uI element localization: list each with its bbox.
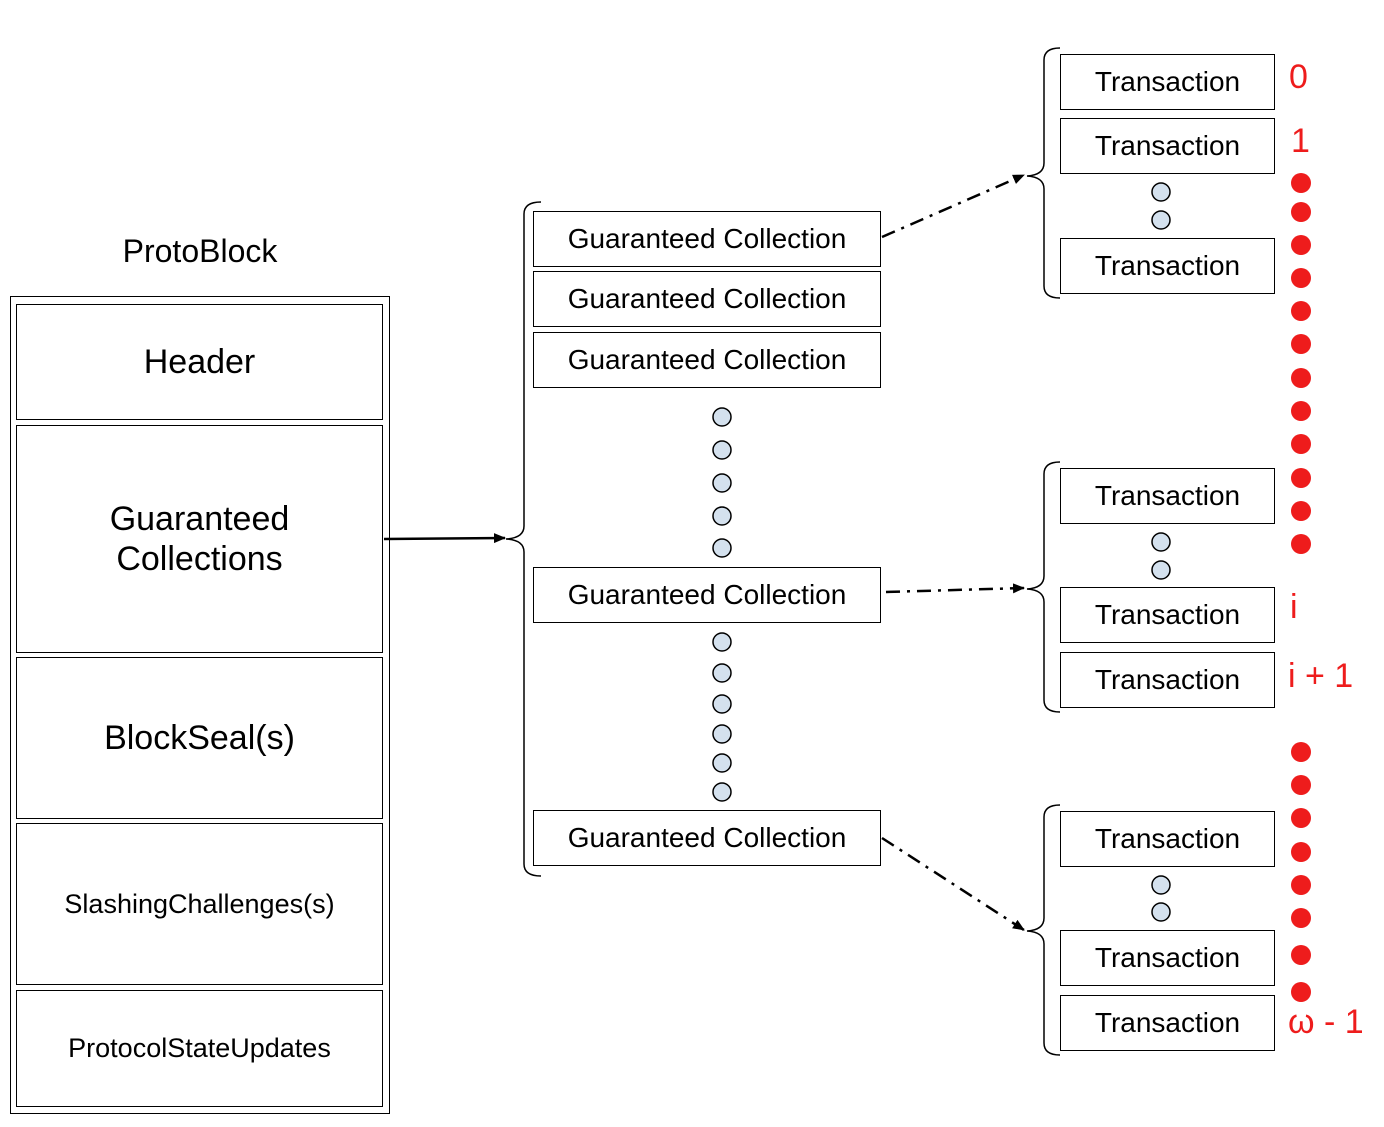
index-label-i: i [1290,588,1298,626]
index-label-i-plus-1: i + 1 [1288,657,1354,695]
transactions-brace-1 [1026,47,1061,299]
protocol-state-updates-section: ProtocolStateUpdates [16,990,383,1107]
header-section: Header [16,304,383,420]
transaction-box: Transaction [1060,652,1275,708]
dashdot-arrow-3 [881,836,1025,932]
slashing-challenges-label: SlashingChallenges(s) [64,888,335,919]
index-ellipsis-red-upper [1291,173,1311,554]
dashdot-arrow-1 [881,173,1025,239]
guaranteed-collections-section: Guaranteed Collections [16,425,383,653]
guaranteed-collection-box: Guaranteed Collection [533,211,881,267]
dashdot-arrow-2 [885,583,1025,594]
slashing-challenges-section: SlashingChallenges(s) [16,823,383,985]
collections-brace [505,201,542,877]
index-ellipsis-red-lower [1291,742,1311,1002]
index-label-last: ω - 1 [1288,1003,1364,1041]
transaction-box: Transaction [1060,587,1275,643]
transaction-box: Transaction [1060,118,1275,174]
index-label-second: 1 [1291,122,1310,160]
collections-ellipsis-lower [712,632,732,802]
guaranteed-collection-box: Guaranteed Collection [533,332,881,388]
index-label-first: 0 [1289,58,1308,96]
transaction-box: Transaction [1060,995,1275,1051]
protoblock-title: ProtoBlock [122,232,278,269]
header-label: Header [143,343,256,381]
guaranteed-collection-box: Guaranteed Collection [533,810,881,866]
block-seals-label: BlockSeal(s) [104,719,295,757]
guaranteed-collections-label: Guaranteed Collections [109,500,290,578]
transaction-box: Transaction [1060,468,1275,524]
transaction-box: Transaction [1060,930,1275,986]
block-seals-section: BlockSeal(s) [16,657,383,819]
transactions-ellipsis [1151,182,1171,922]
transaction-box: Transaction [1060,811,1275,867]
protocol-state-updates-label: ProtocolStateUpdates [68,1033,331,1063]
collections-ellipsis-upper [712,407,732,558]
transaction-box: Transaction [1060,54,1275,110]
guaranteed-collection-box: Guaranteed Collection [533,271,881,327]
guaranteed-collection-box: Guaranteed Collection [533,567,881,623]
transactions-brace-3 [1026,804,1061,1056]
transaction-box: Transaction [1060,238,1275,294]
solid-arrow [383,533,506,544]
protoblock-container [10,296,390,1114]
transactions-brace-2 [1026,461,1061,713]
